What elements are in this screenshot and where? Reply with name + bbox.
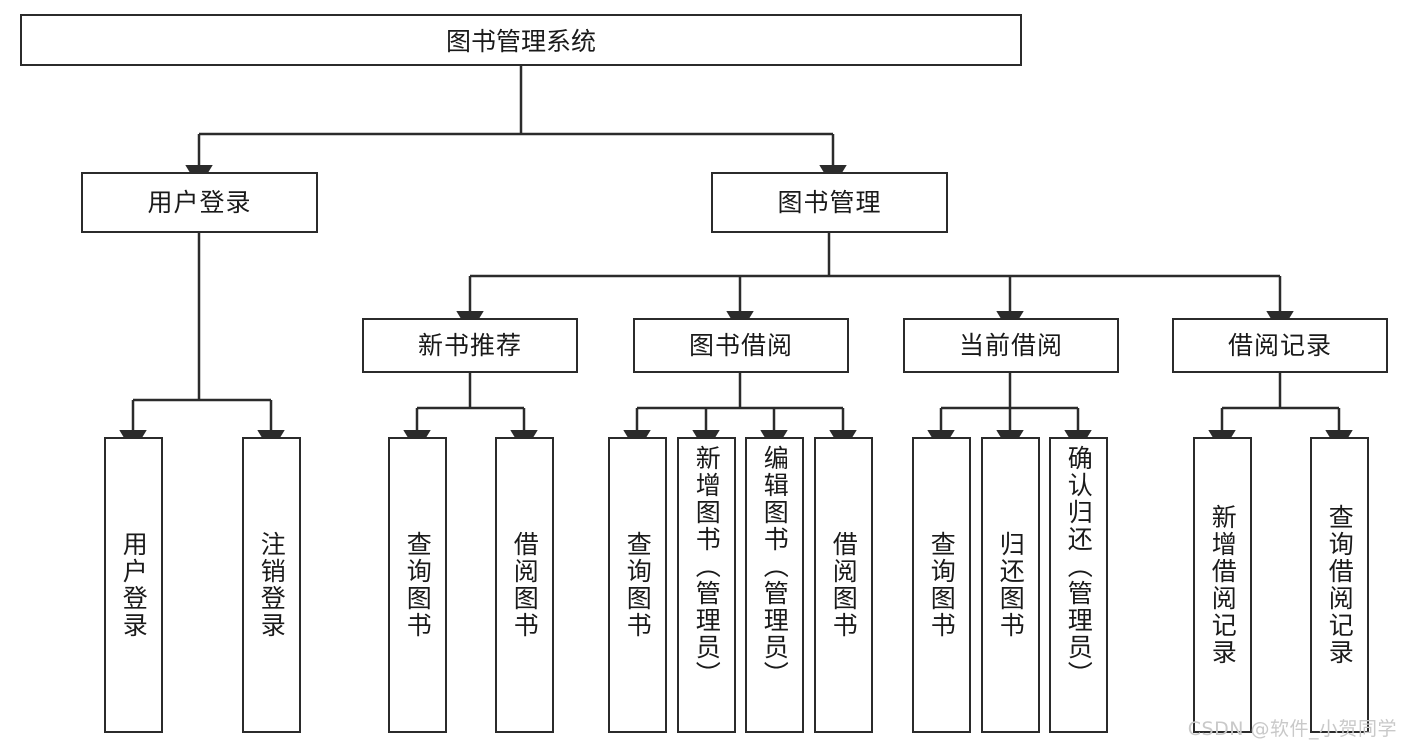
node-leaf-query-book-2-label: 查询图书 bbox=[623, 531, 653, 639]
node-user-login-label: 用户登录 bbox=[147, 187, 252, 217]
node-leaf-query-book-3[interactable]: 查询图书 bbox=[912, 437, 971, 733]
node-borrow-record-label: 借阅记录 bbox=[1227, 330, 1332, 360]
node-book-manage-label: 图书管理 bbox=[777, 187, 882, 217]
node-leaf-confirm-return[interactable]: 确认归还（管理员） bbox=[1049, 437, 1108, 733]
leaf-text-wrap: 确认归还（管理员） bbox=[1051, 439, 1106, 737]
node-leaf-edit-book-label: 编辑图书（管理员） bbox=[760, 445, 790, 688]
leaf-text-wrap: 新增借阅记录 bbox=[1195, 439, 1250, 731]
node-book-borrow-label: 图书借阅 bbox=[688, 330, 793, 360]
node-user-login[interactable]: 用户登录 bbox=[81, 172, 318, 233]
node-current-borrow[interactable]: 当前借阅 bbox=[903, 318, 1119, 373]
leaf-text-wrap: 用户登录 bbox=[106, 439, 161, 731]
node-new-book-recommend-label: 新书推荐 bbox=[417, 330, 522, 360]
leaf-text-wrap: 查询图书 bbox=[610, 439, 665, 731]
leaf-text-wrap: 借阅图书 bbox=[497, 439, 552, 731]
leaf-text-wrap: 编辑图书（管理员） bbox=[747, 439, 802, 737]
node-leaf-edit-book[interactable]: 编辑图书（管理员） bbox=[745, 437, 804, 733]
node-book-manage[interactable]: 图书管理 bbox=[711, 172, 948, 233]
node-book-borrow[interactable]: 图书借阅 bbox=[633, 318, 849, 373]
node-root-label: 图书管理系统 bbox=[445, 27, 596, 56]
node-leaf-borrow-book-1[interactable]: 借阅图书 bbox=[495, 437, 554, 733]
node-leaf-query-book-1-label: 查询图书 bbox=[403, 531, 433, 639]
node-leaf-query-book-1[interactable]: 查询图书 bbox=[388, 437, 447, 733]
node-leaf-return-book[interactable]: 归还图书 bbox=[981, 437, 1040, 733]
node-leaf-user-login[interactable]: 用户登录 bbox=[104, 437, 163, 733]
leaf-text-wrap: 查询图书 bbox=[390, 439, 445, 731]
node-leaf-return-book-label: 归还图书 bbox=[996, 531, 1026, 639]
node-leaf-user-logout[interactable]: 注销登录 bbox=[242, 437, 301, 733]
node-leaf-borrow-book-2-label: 借阅图书 bbox=[829, 531, 859, 639]
node-leaf-user-login-label: 用户登录 bbox=[119, 531, 149, 639]
node-root[interactable]: 图书管理系统 bbox=[20, 14, 1022, 66]
leaf-text-wrap: 归还图书 bbox=[983, 439, 1038, 731]
leaf-text-wrap: 注销登录 bbox=[244, 439, 299, 731]
csdn-watermark: CSDN @软件_小贺同学 bbox=[1187, 718, 1397, 740]
node-leaf-add-book[interactable]: 新增图书（管理员） bbox=[677, 437, 736, 733]
node-leaf-add-book-label: 新增图书（管理员） bbox=[692, 445, 722, 688]
node-leaf-add-record[interactable]: 新增借阅记录 bbox=[1193, 437, 1252, 733]
node-leaf-confirm-return-label: 确认归还（管理员） bbox=[1064, 445, 1094, 688]
node-leaf-query-book-3-label: 查询图书 bbox=[927, 531, 957, 639]
leaf-text-wrap: 新增图书（管理员） bbox=[679, 439, 734, 737]
node-leaf-user-logout-label: 注销登录 bbox=[257, 531, 287, 639]
node-leaf-query-book-2[interactable]: 查询图书 bbox=[608, 437, 667, 733]
node-leaf-query-record-label: 查询借阅记录 bbox=[1325, 504, 1355, 666]
node-leaf-add-record-label: 新增借阅记录 bbox=[1208, 504, 1238, 666]
node-current-borrow-label: 当前借阅 bbox=[958, 330, 1063, 360]
node-new-book-recommend[interactable]: 新书推荐 bbox=[362, 318, 578, 373]
node-borrow-record[interactable]: 借阅记录 bbox=[1172, 318, 1388, 373]
node-leaf-borrow-book-1-label: 借阅图书 bbox=[510, 531, 540, 639]
node-leaf-borrow-book-2[interactable]: 借阅图书 bbox=[814, 437, 873, 733]
node-leaf-query-record[interactable]: 查询借阅记录 bbox=[1310, 437, 1369, 733]
leaf-text-wrap: 查询借阅记录 bbox=[1312, 439, 1367, 731]
leaf-text-wrap: 借阅图书 bbox=[816, 439, 871, 731]
leaf-text-wrap: 查询图书 bbox=[914, 439, 969, 731]
